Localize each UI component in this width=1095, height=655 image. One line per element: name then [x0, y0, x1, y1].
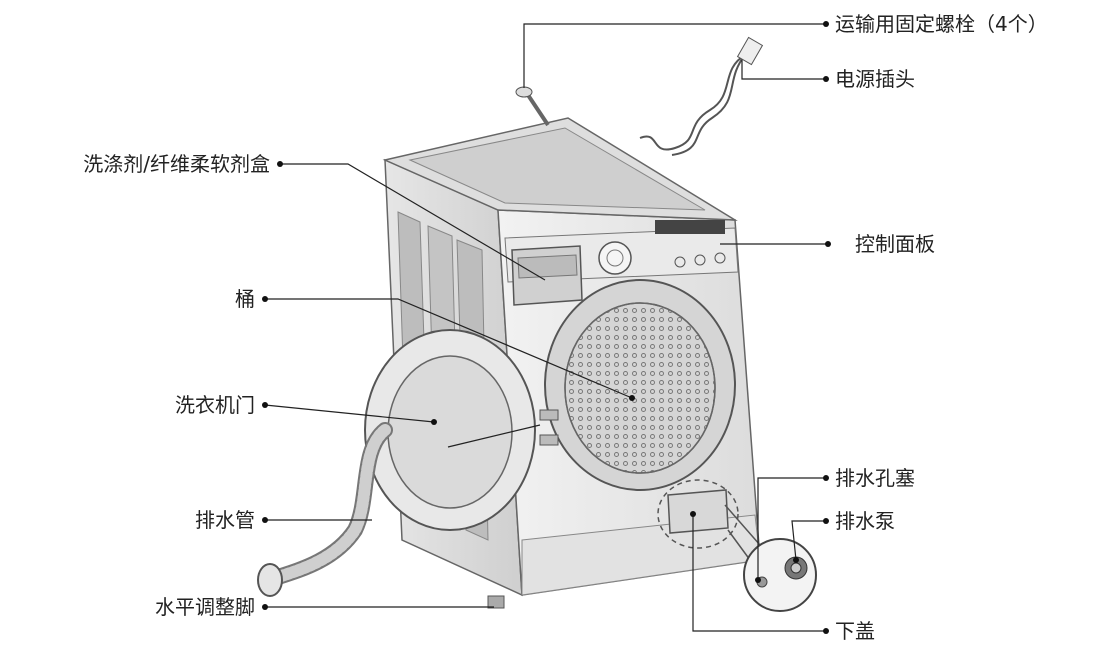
leader-transport-bolts: [523, 23, 826, 88]
detergent-drawer: [511, 245, 583, 306]
leader-power-plug: [741, 60, 826, 80]
leader-drain-pump: [791, 520, 826, 561]
drum-opening: [544, 279, 736, 491]
zoom-inset: [743, 538, 817, 612]
leader-detergent-drawer: [280, 163, 546, 281]
power-plug-cord: [639, 36, 764, 156]
label-lower-cover: 下盖: [835, 619, 875, 643]
zoom-area-dashed: [657, 479, 739, 549]
leader-dots: [262, 21, 831, 634]
label-transport-bolts: 运输用固定螺栓（4个）: [835, 12, 1048, 36]
leader-lines: [264, 23, 828, 632]
label-drain-pump: 排水泵: [835, 509, 895, 533]
drain-hose: [257, 422, 393, 597]
label-detergent-drawer: 洗涤剂/纤维柔软剂盒: [83, 152, 270, 176]
leveling-foot: [487, 595, 505, 609]
label-power-plug: 电源插头: [835, 67, 915, 91]
leader-door-hinge: [447, 424, 541, 448]
label-leveling-foot: 水平调整脚: [155, 595, 255, 619]
label-drum: 桶: [235, 287, 255, 311]
leader-door: [264, 404, 435, 423]
label-drain-plug: 排水孔塞: [835, 466, 915, 490]
open-door: [364, 329, 559, 531]
machine-top: [382, 117, 738, 221]
label-control-panel: 控制面板: [855, 232, 935, 256]
leader-lower-cover: [692, 514, 826, 632]
leader-drum: [265, 298, 633, 399]
zoom-connector: [724, 504, 761, 561]
transport-bolt: [515, 86, 550, 127]
label-door: 洗衣机门: [175, 393, 255, 417]
lower-cover: [667, 489, 729, 534]
leader-drain-plug: [757, 477, 826, 580]
label-drain-hose: 排水管: [195, 508, 255, 532]
